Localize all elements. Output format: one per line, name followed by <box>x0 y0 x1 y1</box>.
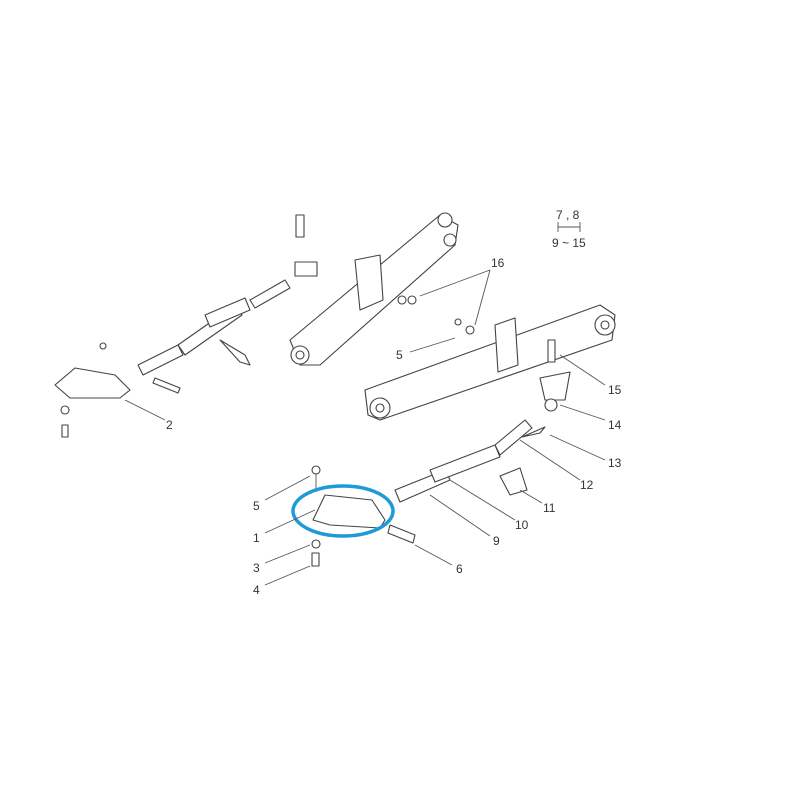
bracket-lower <box>311 465 386 567</box>
lower-lift-arm <box>364 304 616 421</box>
callout-10: 10 <box>515 518 529 532</box>
callout-4: 4 <box>253 583 260 597</box>
upper-lift-arm <box>289 212 459 366</box>
group-label-bottom: 9 ~ 15 <box>552 236 586 250</box>
bracket-upper <box>54 342 131 438</box>
callout-5-upper: 5 <box>396 348 403 362</box>
callout-12: 12 <box>580 478 594 492</box>
callout-6: 6 <box>456 562 463 576</box>
callout-3: 3 <box>253 561 260 575</box>
callout-14: 14 <box>608 418 622 432</box>
callout-2: 2 <box>166 418 173 432</box>
callout-15: 15 <box>608 383 622 397</box>
upper-turnbuckle <box>137 214 318 394</box>
callout-13: 13 <box>608 456 622 470</box>
callout-5-lower: 5 <box>253 499 260 513</box>
leader-lines <box>124 222 606 586</box>
callout-9: 9 <box>493 534 500 548</box>
callout-1: 1 <box>253 531 260 545</box>
callout-11: 11 <box>543 501 556 515</box>
callout-16: 16 <box>491 256 505 270</box>
lower-turnbuckle <box>387 339 571 544</box>
highlight-ellipse <box>291 484 395 538</box>
group-label-top: 7 , 8 <box>556 208 580 222</box>
